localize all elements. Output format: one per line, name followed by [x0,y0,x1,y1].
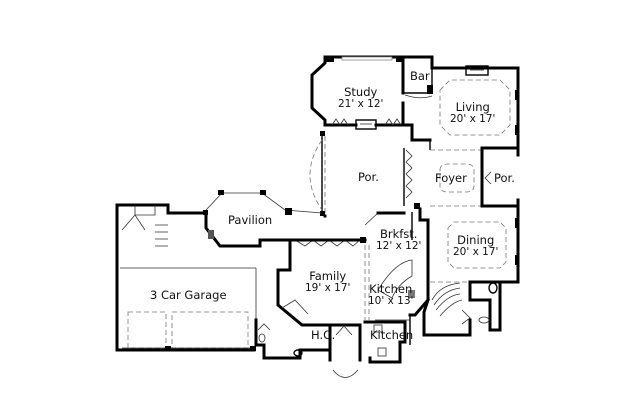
room-name: Family [309,269,347,283]
room-dimensions: 12' x 12' [376,240,422,252]
pavilion-walls [194,190,323,248]
garage-walls [115,203,257,352]
room-name: 3 Car Garage [150,288,227,302]
room-label-breakfast: Brkfst. 12' x 12' [376,228,421,252]
kitchen-walls [364,207,430,321]
room-name: Bar [410,69,430,83]
living-walls [410,65,520,150]
room-label-home-office: H.O. [311,329,335,341]
room-label-bar: Bar [410,70,430,82]
porch-walls [309,131,327,218]
room-dimensions: 19' x 17' [305,282,351,294]
room-label-family: Family 19' x 17' [305,270,350,294]
lower-wing-walls [254,315,411,378]
room-label-garage: 3 Car Garage [150,289,227,301]
room-name: Pavilion [228,213,273,227]
room-name: Study [344,85,378,99]
room-name: Foyer [435,171,467,185]
room-dimensions: 20' x 17' [450,113,496,125]
room-dimensions: 21' x 12' [338,98,384,110]
room-name: Living [455,100,490,114]
room-label-foyer: Foyer [435,172,467,184]
family-walls [276,237,370,327]
room-label-dining: Dining 20' x 17' [453,234,498,258]
stair-walls [422,280,502,337]
room-name: Dining [457,233,495,247]
room-label-pavilion: Pavilion [228,214,272,226]
room-dimensions: 10' x 13' [368,295,414,307]
room-label-kitchen-lower: Kitchen [370,329,413,341]
room-label-kitchen: Kitchen 10' x 13' [368,283,413,307]
room-name: H.O. [311,328,336,342]
room-label-study: Study 21' x 12' [338,86,383,110]
room-name: Por. [358,170,379,184]
room-name: Por. [494,171,515,185]
room-name: Brkfst. [379,227,418,241]
room-label-porch: Por. [358,171,379,183]
room-label-front-porch: Por. [494,172,515,184]
room-label-living: Living 20' x 17' [450,101,495,125]
room-dimensions: 20' x 17' [453,246,499,258]
room-name: Kitchen [370,328,414,342]
foyer-walls [403,146,520,209]
room-name: Kitchen [369,282,413,296]
study-walls [310,55,464,130]
dining-walls [430,204,520,284]
